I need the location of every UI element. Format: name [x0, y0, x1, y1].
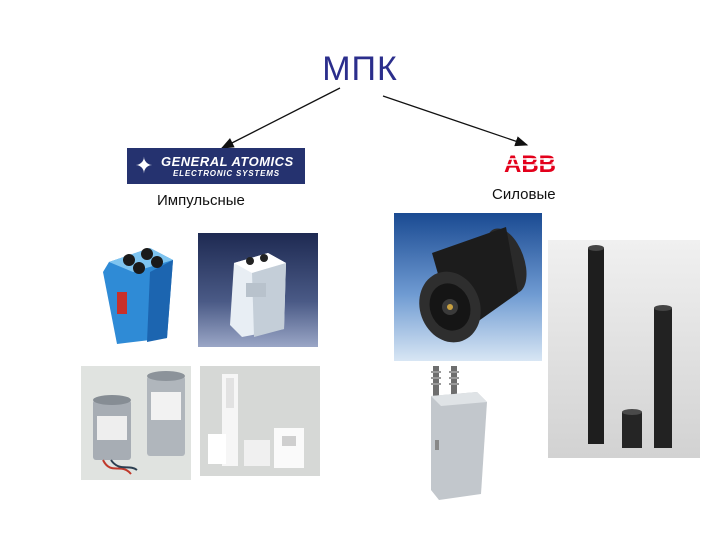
arrow-right [382, 95, 529, 147]
caption-pulse: Импульсные [157, 192, 245, 209]
photo-white-modules [200, 366, 320, 476]
ga-star-icon: ✦ [134, 153, 154, 178]
slide-title: МПК [322, 50, 398, 88]
abb-logo: ABB [500, 151, 560, 176]
ga-logo-line1: GENERAL ATOMICS [161, 153, 294, 169]
caption-power: Силовые [492, 186, 556, 203]
photo-blue-capacitor [95, 232, 185, 350]
photo-cylinder-capacitors [81, 366, 191, 480]
general-atomics-logo: ✦ GENERAL ATOMICS ELECTRONIC SYSTEMS [127, 148, 305, 184]
photo-black-tubes [548, 240, 700, 458]
arrow-left [220, 87, 341, 149]
photo-black-cylinder [394, 213, 542, 361]
ga-logo-line2: ELECTRONIC SYSTEMS [173, 168, 280, 178]
photo-bushing-capacitor [425, 362, 493, 504]
abb-logo-text: ABB [504, 151, 556, 176]
photo-white-capacitor [198, 233, 318, 347]
